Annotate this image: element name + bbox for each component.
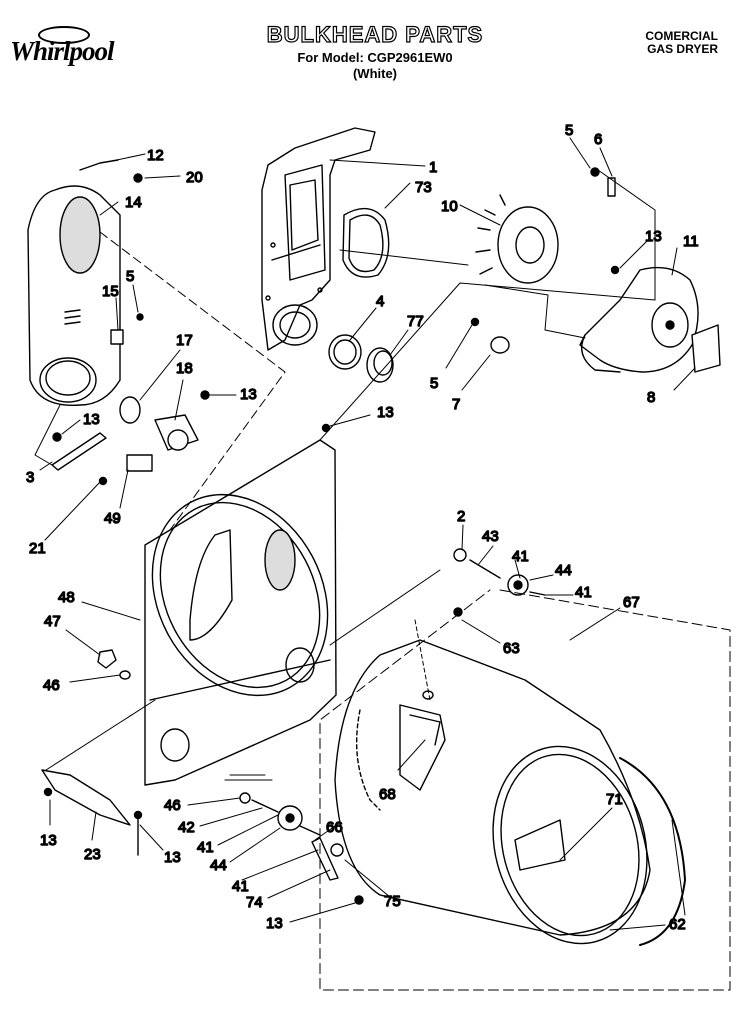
part-screw-20 <box>133 173 143 183</box>
callout-13-bulkhead: 13 <box>377 404 394 421</box>
part-nut <box>97 649 117 669</box>
callout-41-upper: 41 <box>512 548 529 565</box>
whirlpool-logo: Whirlpool <box>10 26 158 72</box>
callout-68: 68 <box>379 786 396 803</box>
callout-13-bracket: 13 <box>83 411 100 428</box>
product-type-line1: COMERCIAL <box>645 29 718 43</box>
part-warning-label <box>691 324 721 373</box>
callout-47: 47 <box>44 613 61 630</box>
callout-41-right: 41 <box>575 584 592 601</box>
callout-13-bottom: 13 <box>266 915 283 932</box>
part-front-bulkhead <box>144 423 337 786</box>
callout-66: 66 <box>326 819 343 836</box>
product-type-line2: GAS DRYER <box>647 42 718 56</box>
callout-2: 2 <box>457 508 465 525</box>
callout-8: 8 <box>647 389 655 406</box>
page-title: BULKHEAD PARTS <box>266 21 484 47</box>
callout-6: 6 <box>594 131 602 148</box>
callout-12: 12 <box>147 147 164 164</box>
product-type: COMERCIAL GAS DRYER <box>645 30 718 56</box>
part-clamp <box>490 336 510 354</box>
part-drum-seal <box>619 757 686 946</box>
part-drum <box>334 639 651 945</box>
brand-name: Whirlpool <box>10 36 115 66</box>
part-exhaust-duct <box>27 185 121 406</box>
part-baffle <box>399 704 446 791</box>
callout-5-top: 5 <box>565 122 573 139</box>
callout-67: 67 <box>623 594 640 611</box>
callout-13-shield: 13 <box>40 832 57 849</box>
callout-49: 49 <box>104 510 121 527</box>
callout-5-mid: 5 <box>430 375 438 392</box>
callout-46-left: 46 <box>43 677 60 694</box>
part-shield <box>41 769 131 826</box>
part-blower-wheel <box>475 194 559 284</box>
callout-1: 1 <box>429 159 437 176</box>
callout-44-upper: 44 <box>555 562 572 579</box>
callout-48: 48 <box>58 589 75 606</box>
callout-62: 62 <box>669 916 686 933</box>
part-seal <box>342 207 390 278</box>
callout-4: 4 <box>376 293 384 310</box>
callout-17: 17 <box>176 332 193 349</box>
part-washer <box>453 548 467 562</box>
callout-20: 20 <box>186 169 203 186</box>
leader-lines <box>39 137 696 931</box>
callout-11: 11 <box>683 233 699 250</box>
part-roller-shaft <box>311 837 339 881</box>
part-drum-label <box>514 819 566 871</box>
part-felt <box>366 347 394 383</box>
callout-46-lower: 46 <box>164 797 181 814</box>
callout-73: 73 <box>415 179 432 196</box>
callout-18: 18 <box>176 360 193 377</box>
callout-63: 63 <box>503 640 520 657</box>
callout-15: 15 <box>102 283 119 300</box>
callout-7: 7 <box>452 396 460 413</box>
part-wire <box>79 159 119 171</box>
callout-labels: 1 73 12 20 14 5 6 10 13 11 5 15 4 77 5 7… <box>25 121 699 933</box>
part-blower-housing <box>579 266 699 373</box>
callout-41-lower: 41 <box>197 839 214 856</box>
callout-5-left: 5 <box>126 268 134 285</box>
callout-23: 23 <box>84 846 101 863</box>
callout-10: 10 <box>441 198 458 215</box>
callout-71: 71 <box>606 791 623 808</box>
callout-13-shield-right: 13 <box>164 849 181 866</box>
callout-41-bottom: 41 <box>232 878 249 895</box>
callout-75: 75 <box>384 893 401 910</box>
callout-13-fan: 13 <box>645 228 662 245</box>
callout-77: 77 <box>407 313 424 330</box>
model-color: (White) <box>352 66 398 81</box>
part-thermal-fuse <box>119 396 141 424</box>
callout-43: 43 <box>482 528 499 545</box>
callout-42: 42 <box>178 819 195 836</box>
callout-44-lower: 44 <box>210 857 227 874</box>
model-number: For Model: CGP2961EW0 <box>297 50 453 65</box>
callout-13-thermostat: 13 <box>240 386 257 403</box>
callout-21: 21 <box>29 540 46 557</box>
logo-swirl-icon <box>38 26 90 44</box>
part-rear-bulkhead <box>261 127 376 351</box>
part-ring <box>328 334 362 370</box>
callout-14: 14 <box>125 194 142 211</box>
callout-3: 3 <box>26 469 34 486</box>
callout-74: 74 <box>246 894 263 911</box>
